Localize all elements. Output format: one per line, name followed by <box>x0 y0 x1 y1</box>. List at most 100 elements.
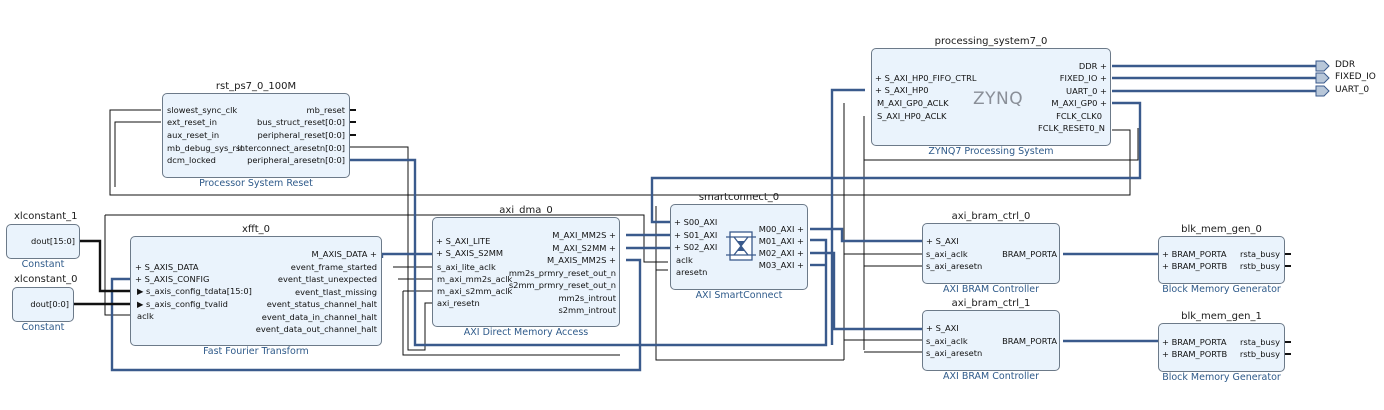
bram-ctrl0-block[interactable] <box>922 223 1060 284</box>
sc-pin-label: S00_AXI <box>683 217 718 227</box>
ps7-subtitle: ZYNQ7 Processing System <box>928 146 1054 157</box>
xfft-pin-label: s_axis_config_tvalid <box>146 299 228 309</box>
dma-pin-left-0[interactable]: + S_AXI_LITE <box>436 236 490 246</box>
xfft-pin-left-3[interactable]: ▶ s_axis_config_tvalid <box>137 299 228 309</box>
blk-mem1-pin-right-1[interactable]: rstb_busy <box>1239 349 1280 359</box>
sc-pin-label: M01_AXI <box>758 236 795 246</box>
dma-pin-right-6[interactable]: s2mm_introut <box>558 305 616 315</box>
bus-wires <box>110 88 1158 372</box>
rst-pin-right-1[interactable]: bus_struct_reset[0:0] <box>256 117 345 127</box>
rst-pin-right-0[interactable]: mb_reset <box>306 105 345 115</box>
xfft-pin-left-4[interactable]: aclk <box>137 311 154 321</box>
ps7-pin-left-0[interactable]: + S_AXI_HP0_FIFO_CTRL <box>875 73 977 83</box>
xlconstant0-pin-right-0[interactable]: dout[0:0] <box>30 299 69 309</box>
sc-pin-left-0[interactable]: + S00_AXI <box>674 217 717 227</box>
xfft-pin-right-4[interactable]: event_status_channel_halt <box>266 299 377 309</box>
bram-ctrl0-pin-left-1[interactable]: s_axi_aclk <box>926 249 968 259</box>
ps7-pin-right-0[interactable]: DDR + <box>990 61 1107 71</box>
ps7-pin-left-2[interactable]: M_AXI_GP0_ACLK <box>877 98 949 108</box>
dma-pin-left-2[interactable]: s_axi_lite_aclk <box>437 262 496 272</box>
rst-pin-right-3[interactable]: interconnect_aresetn[0:0] <box>237 143 345 153</box>
bram-ctrl0-pin-left-2[interactable]: s_axi_aresetn <box>926 261 983 271</box>
xfft-pin-right-5[interactable]: event_data_in_channel_halt <box>261 312 377 322</box>
dma-pin-left-3[interactable]: m_axi_mm2s_aclk <box>437 274 513 284</box>
sc-pin-right-3[interactable]: M03_AXI + <box>730 260 804 270</box>
xfft-pin-right-0[interactable]: M_AXIS_DATA + <box>230 249 378 259</box>
ps7-pin-right-1[interactable]: FIXED_IO + <box>990 73 1107 83</box>
ps7-pin-right-3[interactable]: M_AXI_GP0 + <box>990 98 1107 108</box>
bram-ctrl1-pin-left-0[interactable]: + S_AXI <box>926 323 959 333</box>
rst-pin-right-4[interactable]: peripheral_aresetn[0:0] <box>247 155 345 165</box>
ps7-pin-right-5[interactable]: FCLK_RESET0_N <box>1038 123 1105 133</box>
xfft-pin-left-1[interactable]: + S_AXIS_CONFIG <box>135 274 209 284</box>
ps7-block[interactable] <box>871 48 1111 146</box>
dma-pin-right-3[interactable]: mm2s_prmry_reset_out_n <box>508 268 616 278</box>
xfft-pin-right-3[interactable]: event_tlast_missing <box>294 287 377 297</box>
bram-ctrl1-block[interactable] <box>922 310 1060 371</box>
rst-block[interactable] <box>162 93 350 178</box>
bram-ctrl1-pin-right-0[interactable]: BRAM_PORTA <box>1002 336 1057 346</box>
sc-pin-left-2[interactable]: + S02_AXI <box>674 242 717 252</box>
sc-pin-right-0[interactable]: M00_AXI + <box>730 224 804 234</box>
sc-pin-left-1[interactable]: + S01_AXI <box>674 230 717 240</box>
rst-title: rst_ps7_0_100M <box>215 81 297 92</box>
dma-pin-left-5[interactable]: axi_resetn <box>437 298 480 308</box>
ext-port-uart[interactable]: UART_0 <box>1335 85 1370 95</box>
xlconstant1-pin-right-0[interactable]: dout[15:0] <box>31 236 75 246</box>
bram-pin-stubs <box>1285 253 1291 355</box>
rst-pin-left-0[interactable]: slowest_sync_clk <box>167 105 238 115</box>
blk-mem1-block[interactable] <box>1158 323 1285 372</box>
ps7-pin-left-1[interactable]: + S_AXI_HP0 <box>875 85 929 95</box>
bram-ctrl1-pin-left-2[interactable]: s_axi_aresetn <box>926 348 983 358</box>
xfft-pin-right-6[interactable]: event_data_out_channel_halt <box>255 324 377 334</box>
bram-ctrl0-subtitle: AXI BRAM Controller <box>942 284 1039 295</box>
rst-pin-left-4[interactable]: dcm_locked <box>167 155 216 165</box>
dma-pin-right-5[interactable]: mm2s_introut <box>558 293 616 303</box>
dma-pin-left-1[interactable]: + S_AXIS_S2MM <box>436 248 503 258</box>
blk-mem1-pin-left-1[interactable]: + BRAM_PORTB <box>1162 349 1227 359</box>
blk-mem0-pin-left-1[interactable]: + BRAM_PORTB <box>1162 261 1227 271</box>
rst-pin-left-1[interactable]: ext_reset_in <box>167 117 217 127</box>
ps7-pin-left-3[interactable]: S_AXI_HP0_ACLK <box>877 111 947 121</box>
dma-pin-right-2[interactable]: M_AXIS_MM2S + <box>500 255 616 265</box>
rst-pin-right-2[interactable]: peripheral_reset[0:0] <box>257 130 345 140</box>
xlconstant1-block[interactable] <box>6 224 80 259</box>
ext-port-fixed-io[interactable]: FIXED_IO <box>1335 72 1376 82</box>
xlconstant0-subtitle: Constant <box>21 322 65 333</box>
blk-mem0-pin-right-1[interactable]: rstb_busy <box>1239 261 1280 271</box>
rst-pin-left-3[interactable]: mb_debug_sys_rst <box>167 143 244 153</box>
ps7-pin-right-4[interactable]: FCLK_CLK0 <box>1056 111 1102 121</box>
dma-block[interactable] <box>432 217 620 327</box>
blk-mem1-pin-left-0[interactable]: + BRAM_PORTA <box>1162 337 1227 347</box>
xfft-title: xfft_0 <box>241 224 271 235</box>
sc-pin-right-2[interactable]: M02_AXI + <box>730 248 804 258</box>
dma-pin-left-4[interactable]: m_axi_s2mm_aclk <box>437 286 513 296</box>
bram-ctrl0-pin-right-0[interactable]: BRAM_PORTA <box>1002 249 1057 259</box>
sc-pin-left-4[interactable]: aresetn <box>676 267 708 277</box>
xfft-pin-right-2[interactable]: event_tlast_unexpected <box>277 274 377 284</box>
bram-ctrl0-pin-left-0[interactable]: + S_AXI <box>926 236 959 246</box>
blk-mem0-pin-left-0[interactable]: + BRAM_PORTA <box>1162 249 1227 259</box>
rst-pin-left-2[interactable]: aux_reset_in <box>167 130 220 140</box>
dma-pin-label: M_AXI_S2MM <box>552 243 607 253</box>
sc-pin-left-3[interactable]: aclk <box>676 255 693 265</box>
blk-mem0-pin-right-0[interactable]: rsta_busy <box>1240 249 1280 259</box>
dma-pin-right-0[interactable]: M_AXI_MM2S + <box>500 230 616 240</box>
dma-pin-right-1[interactable]: M_AXI_S2MM + <box>500 243 616 253</box>
bram-ctrl1-pin-left-1[interactable]: s_axi_aclk <box>926 336 968 346</box>
blk-mem0-block[interactable] <box>1158 236 1285 284</box>
sc-pin-right-1[interactable]: M01_AXI + <box>730 236 804 246</box>
ps7-pin-right-2[interactable]: UART_0 + <box>990 86 1107 96</box>
xfft-block[interactable] <box>130 236 382 346</box>
xlconstant0-block[interactable] <box>12 287 74 322</box>
dma-pin-label: S_AXI_LITE <box>445 236 491 246</box>
bram-ctrl1-title: axi_bram_ctrl_1 <box>951 298 1031 309</box>
xfft-pin-right-1[interactable]: event_frame_started <box>290 262 377 272</box>
ext-port-ddr[interactable]: DDR <box>1335 60 1356 70</box>
dma-pin-label: M_AXI_MM2S <box>552 230 607 240</box>
xfft-pin-left-0[interactable]: + S_AXIS_DATA <box>135 262 199 272</box>
dma-pin-right-4[interactable]: s2mm_prmry_reset_out_n <box>508 280 616 290</box>
blk-mem1-pin-right-0[interactable]: rsta_busy <box>1240 337 1280 347</box>
xfft-pin-left-2[interactable]: ▶ s_axis_config_tdata[15:0] <box>137 286 252 296</box>
